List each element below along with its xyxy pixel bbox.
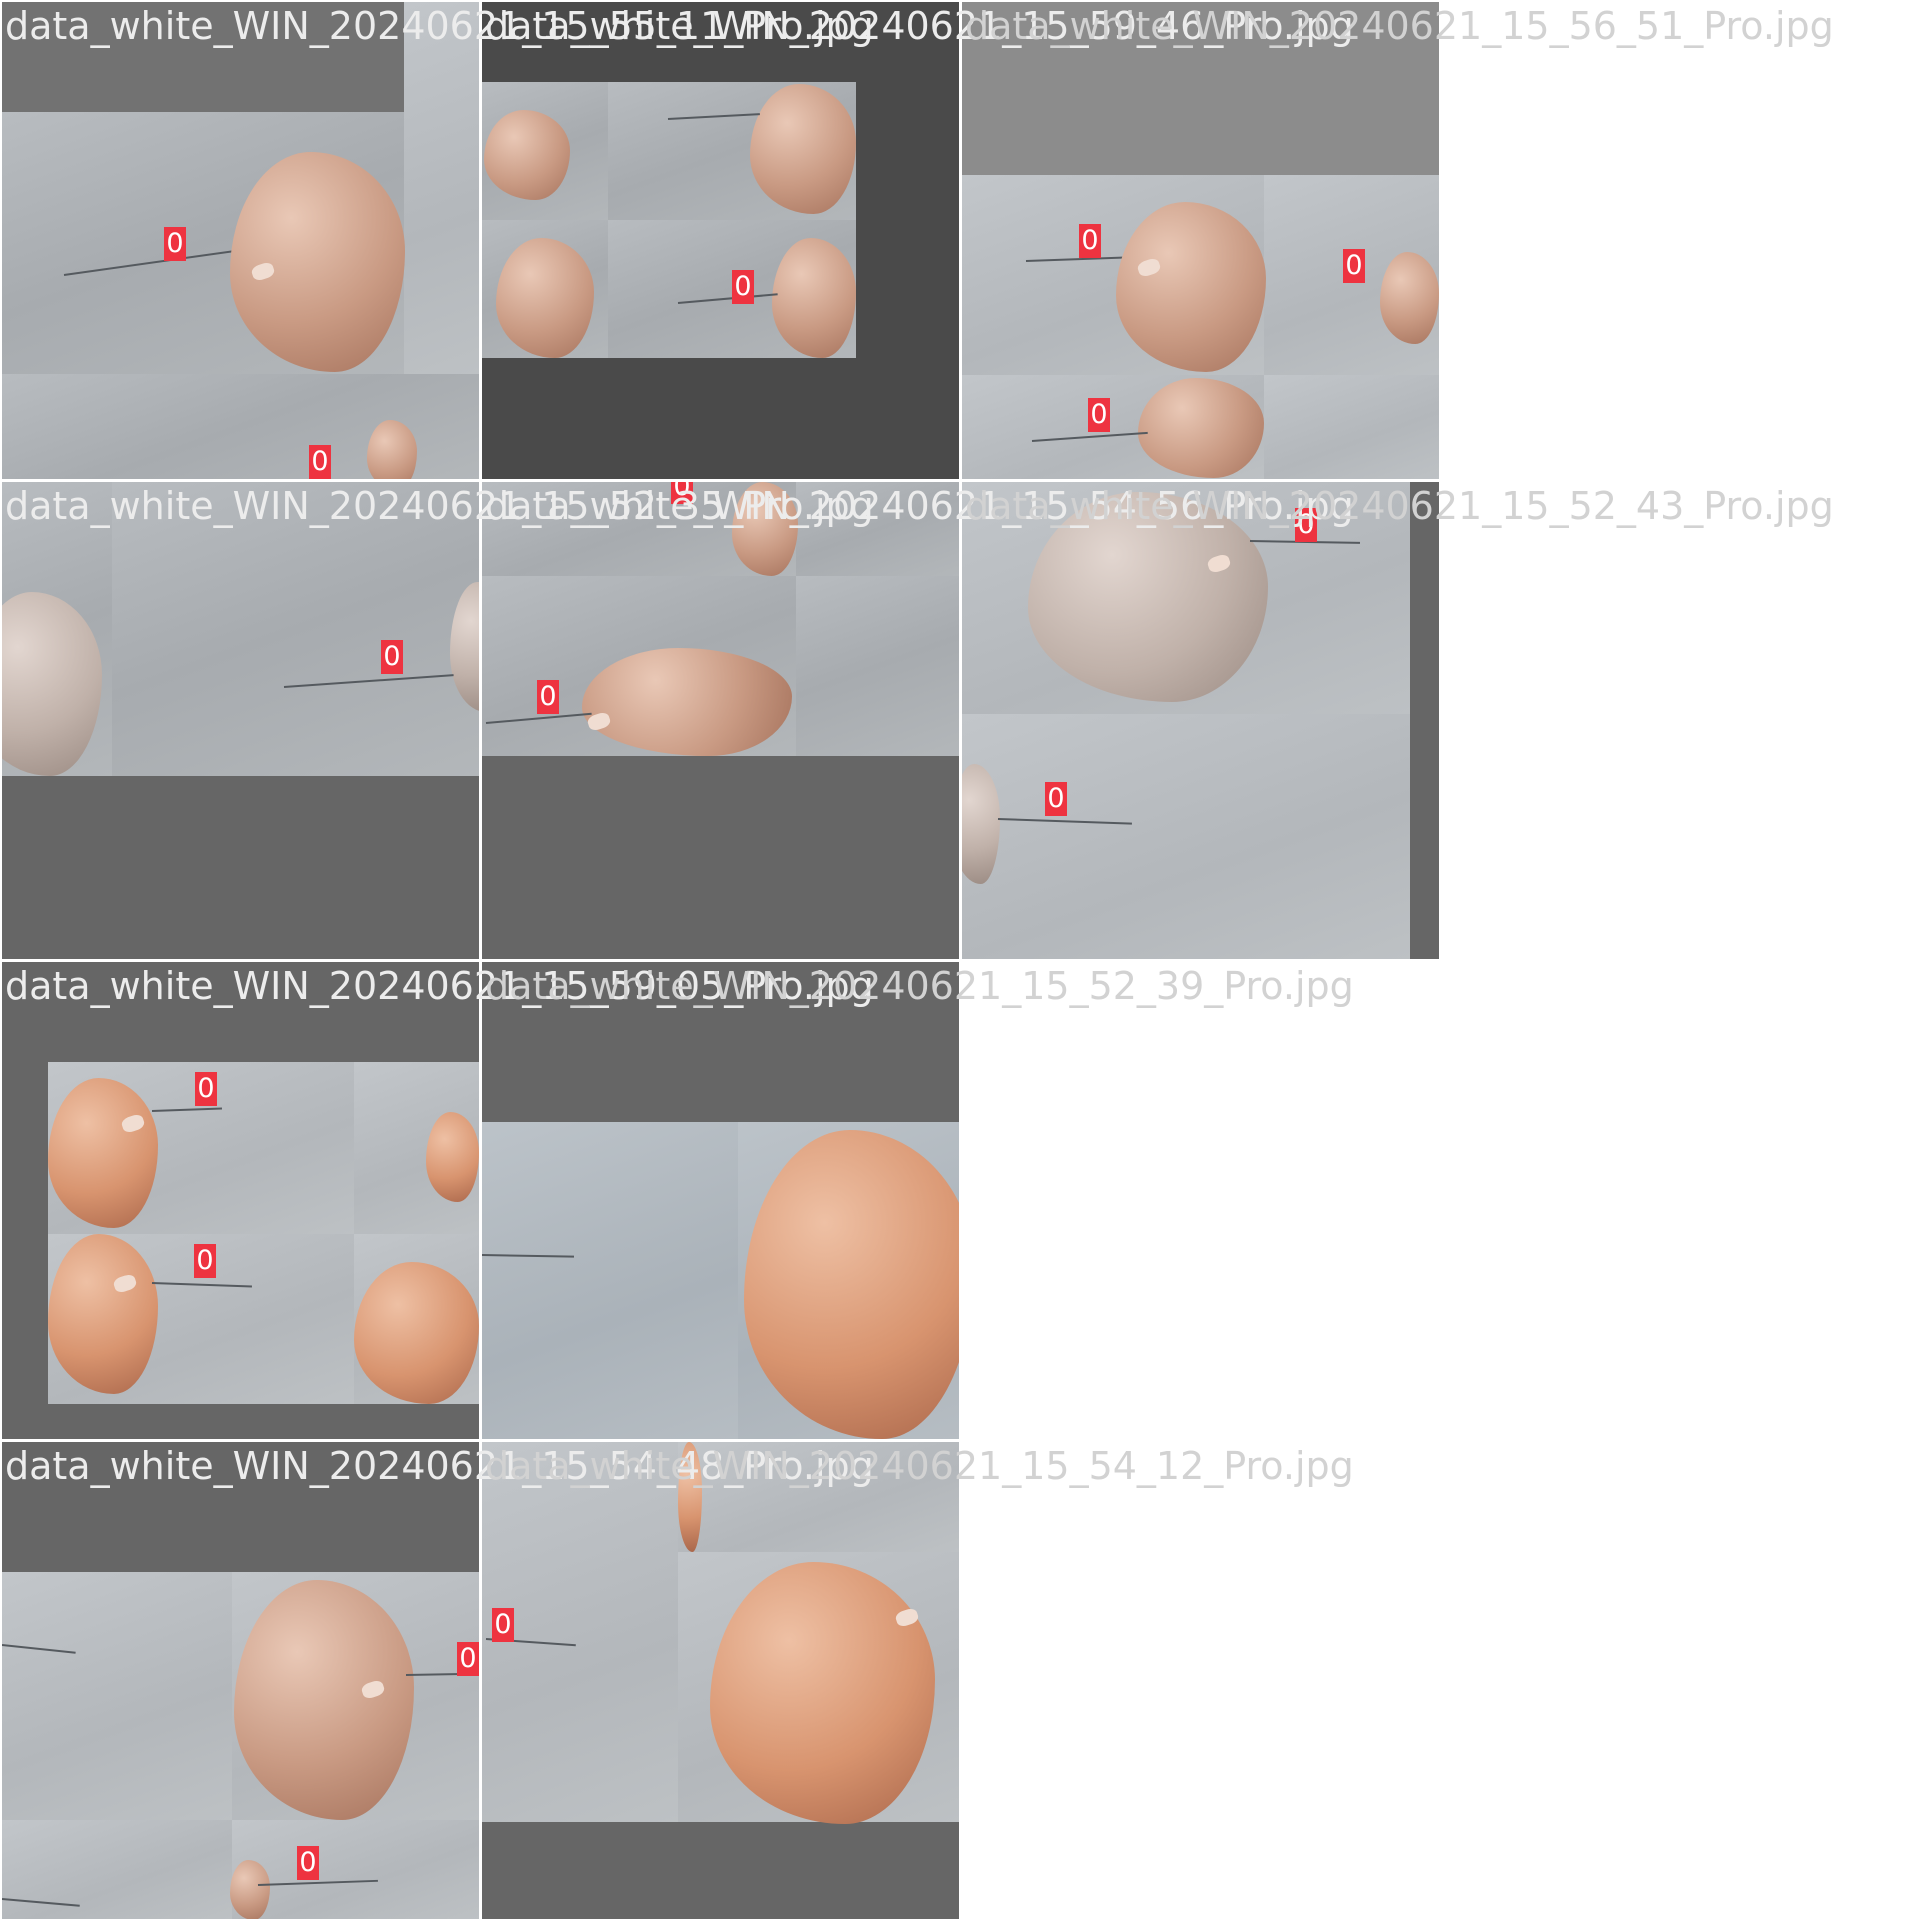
photo — [404, 2, 479, 374]
detection-label: 0 — [1088, 398, 1110, 432]
hand — [1138, 378, 1264, 478]
image-caption-10: data_white_WIN_20240621_15_54_12_Pro.jpg — [485, 1444, 1354, 1488]
photo — [232, 1820, 479, 1919]
mosaic-tile-6: 0 0 — [962, 482, 1439, 959]
hand — [230, 152, 405, 372]
photo — [482, 1122, 738, 1439]
hand — [48, 1234, 158, 1394]
mosaic-tile-4: 0 — [2, 482, 479, 959]
detection-label: 0 — [457, 1642, 479, 1676]
hand — [750, 84, 856, 214]
hand — [744, 1130, 959, 1439]
image-caption-1: data_white_WIN_20240621_15_55_11_Pro.jpg — [5, 4, 874, 48]
hand — [678, 1442, 702, 1552]
image-caption-9: data_white_WIN_20240621_15_54_48_Pro.jpg — [5, 1444, 874, 1488]
hand — [962, 764, 1000, 884]
mosaic-tile-8 — [482, 962, 959, 1439]
hand — [367, 420, 417, 479]
hand — [354, 1262, 479, 1404]
detection-label: 0 — [1343, 249, 1365, 283]
image-caption-5: data_white_WIN_20240621_15_54_56_Pro.jpg — [485, 484, 1354, 528]
hand — [1028, 492, 1268, 702]
detection-label: 0 — [194, 1244, 216, 1278]
photo — [2, 1572, 232, 1820]
photo — [1264, 375, 1439, 479]
mosaic-tile-9: 0 0 — [2, 1442, 479, 1919]
mosaic-tile-5: 0 0 — [482, 482, 959, 959]
hand — [484, 110, 570, 200]
image-caption-3: data_white_WIN_20240621_15_56_51_Pro.jpg — [965, 4, 1834, 48]
hand — [1380, 252, 1439, 344]
hand — [2, 592, 102, 776]
mosaic-tile-3: 0 0 0 — [962, 2, 1439, 479]
hand — [426, 1112, 479, 1202]
mosaic-tile-1: 0 0 — [2, 2, 479, 479]
hand — [582, 648, 792, 756]
hand — [772, 238, 856, 358]
detection-label: 0 — [381, 640, 403, 674]
hand — [732, 482, 798, 576]
detection-label: 0 — [164, 227, 186, 261]
image-caption-7: data_white_WIN_20240621_15_59_05_Pro.jpg — [5, 964, 874, 1008]
detection-label: 0 — [1079, 224, 1101, 258]
image-caption-4: data_white_WIN_20240621_15_52_35_Pro.jpg — [5, 484, 874, 528]
photo — [962, 714, 1410, 959]
hand — [710, 1562, 935, 1824]
detection-label: 0 — [537, 680, 559, 714]
image-caption-2: data_white_WIN_20240621_15_59_46_Pro.jpg — [485, 4, 1354, 48]
hand — [48, 1078, 158, 1228]
detection-label: 0 — [297, 1846, 319, 1880]
detection-label: 0 — [1045, 782, 1067, 816]
image-caption-6: data_white_WIN_20240621_15_52_43_Pro.jpg — [965, 484, 1834, 528]
detection-label: 0 — [1295, 508, 1317, 542]
detection-label: 0 — [195, 1072, 217, 1106]
photo — [796, 482, 959, 576]
detection-label: 0 — [492, 1608, 514, 1642]
detection-label: 0 — [309, 445, 331, 479]
mosaic-tile-10: 0 — [482, 1442, 959, 1919]
photo — [112, 482, 479, 776]
hand — [234, 1580, 414, 1820]
photo — [678, 1442, 959, 1552]
mosaic-tile-7: 0 0 — [2, 962, 479, 1439]
image-caption-8: data_white_WIN_20240621_15_52_39_Pro.jpg — [485, 964, 1354, 1008]
hand — [230, 1860, 270, 1919]
photo — [2, 1820, 232, 1919]
detection-label: 0 — [671, 482, 693, 504]
detection-label: 0 — [732, 270, 754, 304]
mosaic-tile-2: 0 — [482, 2, 959, 479]
photo — [482, 1442, 678, 1822]
hand — [496, 238, 594, 358]
hand — [1116, 202, 1266, 372]
photo — [796, 576, 959, 756]
